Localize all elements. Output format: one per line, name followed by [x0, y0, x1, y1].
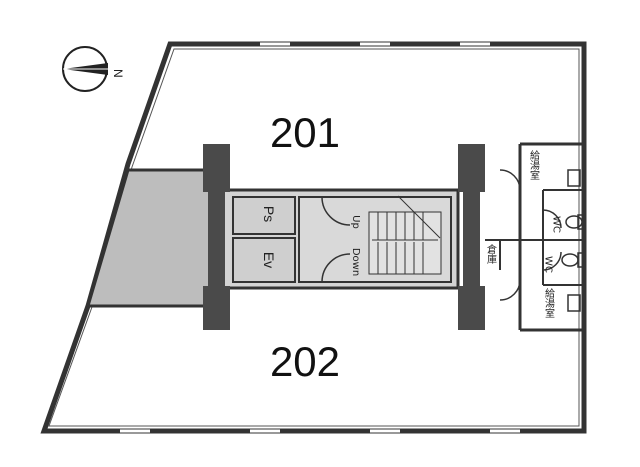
- window-marks: [120, 42, 520, 433]
- building-outline-inner: [48, 48, 580, 427]
- stair-treads: [368, 195, 442, 275]
- kitchenette-lower-label: 給湯室: [543, 287, 555, 318]
- ps-label: Ps: [261, 206, 277, 222]
- column-right-bottom: [458, 286, 485, 330]
- ev-label: Ev: [261, 252, 277, 268]
- stair-up-label: Up: [350, 215, 361, 229]
- shaft-area: [85, 168, 220, 308]
- service-wing: [485, 142, 584, 332]
- room-201-label: 201: [270, 109, 340, 156]
- stair-door-upper: [321, 196, 351, 226]
- kitchenette-upper-label: 給湯室: [528, 149, 540, 180]
- room-202-label: 202: [270, 338, 340, 385]
- sink-icon: [567, 169, 581, 312]
- ev-room: [232, 237, 296, 283]
- wc-upper-label: WC: [551, 216, 562, 233]
- column-right-top: [458, 144, 485, 192]
- column-left-bottom: [203, 286, 230, 330]
- column-right-mid: [463, 190, 480, 288]
- storage-label: 倉庫: [485, 243, 497, 265]
- compass-icon: [62, 46, 108, 92]
- toilet-icon: [561, 214, 584, 268]
- column-left-mid: [208, 190, 225, 288]
- stair-door-lower: [321, 253, 351, 283]
- ps-room: [232, 196, 296, 235]
- wc-lower-label: WC: [543, 256, 554, 273]
- north-label: N: [111, 69, 125, 78]
- stair-down-label: Down: [350, 248, 361, 276]
- column-left-top: [203, 144, 230, 192]
